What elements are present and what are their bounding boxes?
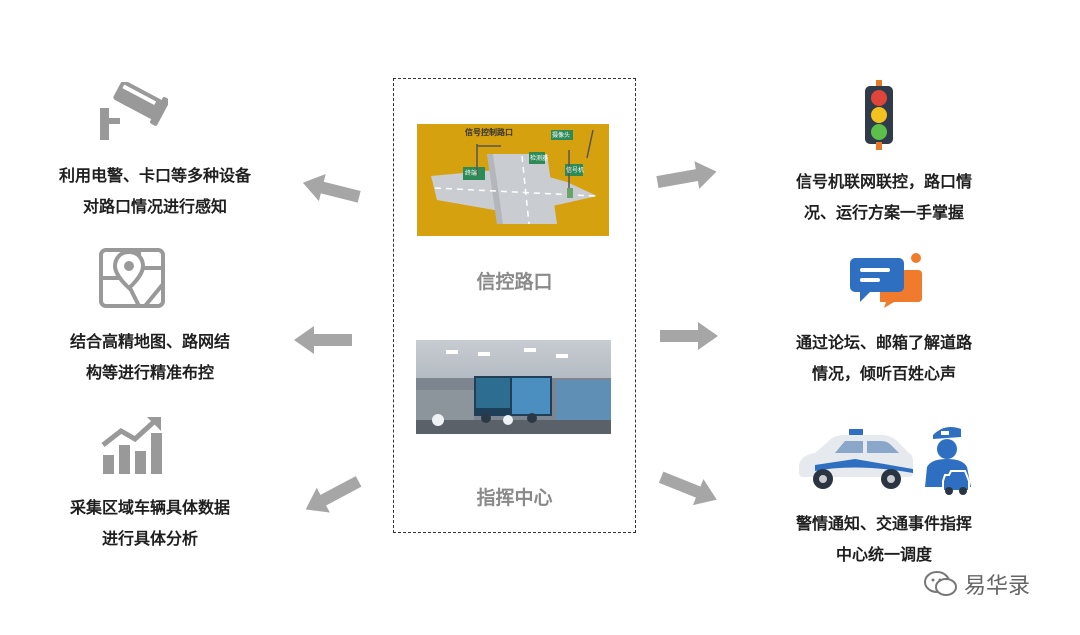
left-label-deployment: 结合高精地图、路网结 构等进行精准布控 — [50, 326, 250, 388]
map-icon — [99, 248, 165, 312]
chat-bubbles-icon — [850, 252, 922, 312]
right-label-signal-control: 信号机联网联控，路口情 况、运行方案一手掌握 — [784, 166, 984, 228]
watermark-text: 易华录 — [964, 574, 1031, 599]
left-label-deployment-line2: 构等进行精准布控 — [85, 363, 214, 382]
watermark: 易华录 — [924, 568, 1030, 600]
left-label-deployment-line1: 结合高精地图、路网结 — [69, 332, 230, 351]
arrow-right-top — [653, 157, 719, 197]
right-label-signal-control-line1: 信号机联网联控，路口情 — [795, 172, 972, 191]
intersection-image: 信号控制路口 摄像头 检测器 信号机 终端 — [417, 124, 609, 236]
left-label-perception: 利用电警、卡口等多种设备 对路口情况进行感知 — [45, 160, 265, 222]
left-label-analysis-line1: 采集区域车辆具体数据 — [69, 498, 230, 517]
arrow-left-top — [300, 170, 364, 210]
right-label-dispatch-line2: 中心统一调度 — [835, 545, 932, 564]
right-label-public-feedback: 通过论坛、邮箱了解道路 情况，倾听百姓心声 — [784, 327, 984, 389]
center-caption-intersection: 信控路口 — [476, 271, 553, 293]
intersection-tag-detector: 检测器 — [530, 155, 549, 162]
intersection-tag-terminal: 终端 — [465, 170, 478, 177]
camera-icon — [100, 80, 170, 146]
left-label-analysis: 采集区域车辆具体数据 进行具体分析 — [45, 492, 255, 554]
right-label-signal-control-line2: 况、运行方案一手掌握 — [803, 203, 964, 222]
left-label-analysis-line2: 进行具体分析 — [101, 529, 198, 548]
wechat-icon — [924, 571, 957, 596]
police-car-icon — [795, 425, 979, 501]
center-caption-command: 指挥中心 — [476, 487, 553, 509]
arrow-left-middle — [292, 323, 354, 357]
right-label-dispatch: 警情通知、交通事件指挥 中心统一调度 — [784, 508, 984, 570]
left-label-perception-line2: 对路口情况进行感知 — [82, 197, 227, 216]
command-center-photo — [416, 340, 611, 434]
left-label-perception-line1: 利用电警、卡口等多种设备 — [58, 166, 251, 185]
bar-chart-icon — [101, 415, 165, 479]
right-label-public-feedback-line2: 情况，倾听百姓心声 — [811, 364, 956, 383]
arrow-left-bottom — [300, 472, 366, 518]
arrow-right-bottom — [655, 465, 721, 511]
traffic-light-icon — [862, 80, 896, 154]
center-frame — [393, 78, 636, 533]
right-label-public-feedback-line1: 通过论坛、邮箱了解道路 — [795, 333, 972, 352]
right-label-dispatch-line1: 警情通知、交通事件指挥 — [795, 514, 972, 533]
intersection-title: 信号控制路口 — [465, 128, 513, 137]
arrow-right-middle — [658, 319, 720, 353]
intersection-tag-signal: 信号机 — [566, 167, 585, 174]
intersection-tag-camera: 摄像头 — [552, 132, 571, 139]
